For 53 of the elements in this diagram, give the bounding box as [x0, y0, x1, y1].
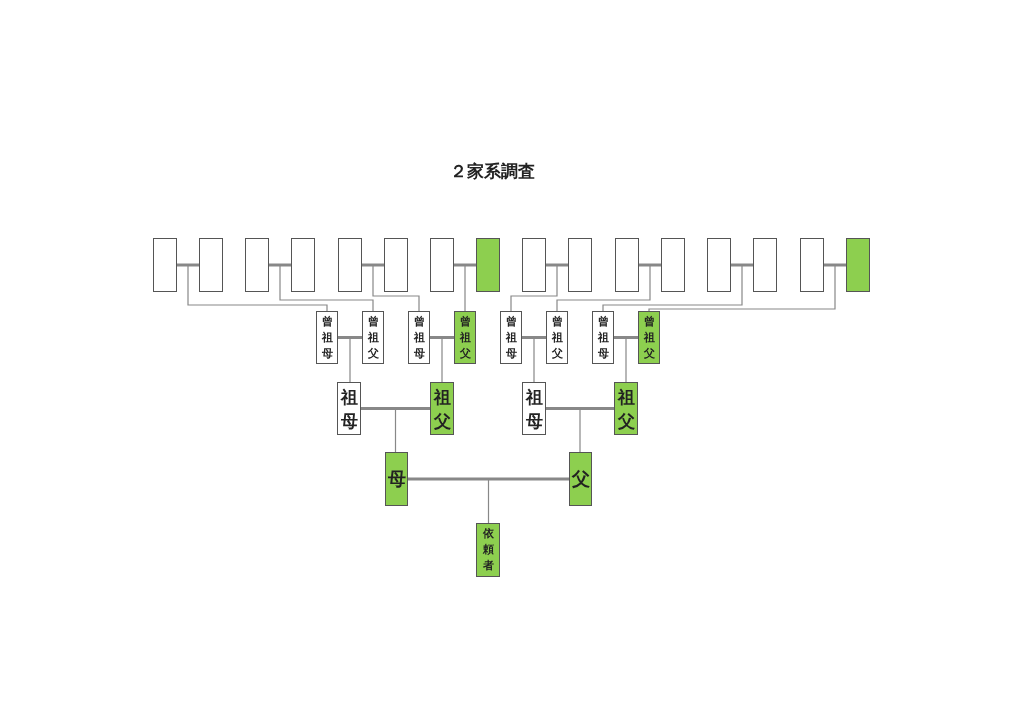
title: ２家系調査: [449, 161, 535, 181]
person-box: [522, 238, 546, 292]
marriage-line: [731, 263, 753, 267]
marriage-line: [639, 263, 661, 267]
marriage-line: [546, 407, 614, 410]
person-box: [245, 238, 269, 292]
descent-line: [521, 336, 547, 383]
descent-line: [337, 336, 363, 383]
marriage-line: [430, 336, 454, 339]
person-box: [753, 238, 777, 292]
person-box: [153, 238, 177, 292]
person-box: [846, 238, 870, 292]
person-box: 曾祖父: [362, 311, 384, 364]
person-box: 母: [385, 452, 408, 506]
person-box: 曾祖母: [592, 311, 614, 364]
descent-line: [613, 336, 639, 383]
person-box: 曾祖母: [316, 311, 338, 364]
person-box: 祖父: [430, 382, 454, 435]
person-box: [430, 238, 454, 292]
marriage-line: [824, 263, 846, 267]
marriage-line: [454, 263, 476, 267]
person-box: [476, 238, 500, 292]
person-box: 曾祖父: [454, 311, 476, 364]
person-box: 祖父: [614, 382, 638, 435]
person-box: [615, 238, 639, 292]
marriage-line: [546, 263, 568, 267]
person-box: 曾祖父: [638, 311, 660, 364]
person-box: 父: [569, 452, 592, 506]
person-box: 曾祖母: [408, 311, 430, 364]
marriage-line: [362, 263, 384, 267]
person-box: [661, 238, 685, 292]
person-box: 依頼者: [476, 523, 500, 577]
marriage-line: [338, 336, 362, 339]
person-box: 曾祖母: [500, 311, 522, 364]
marriage-line: [522, 336, 546, 339]
person-box: [707, 238, 731, 292]
marriage-line: [177, 263, 199, 267]
descent-line: [429, 336, 455, 383]
person-box: 祖母: [337, 382, 361, 435]
person-box: [199, 238, 223, 292]
marriage-line: [269, 263, 291, 267]
person-box: [568, 238, 592, 292]
person-box: [338, 238, 362, 292]
person-box: [384, 238, 408, 292]
marriage-line: [408, 477, 569, 481]
person-box: 曾祖父: [546, 311, 568, 364]
person-box: [291, 238, 315, 292]
marriage-line: [361, 407, 430, 410]
person-box: 祖母: [522, 382, 546, 435]
person-box: [800, 238, 824, 292]
marriage-line: [614, 336, 638, 339]
descent-line: [361, 264, 420, 312]
descent-line: [407, 478, 570, 524]
